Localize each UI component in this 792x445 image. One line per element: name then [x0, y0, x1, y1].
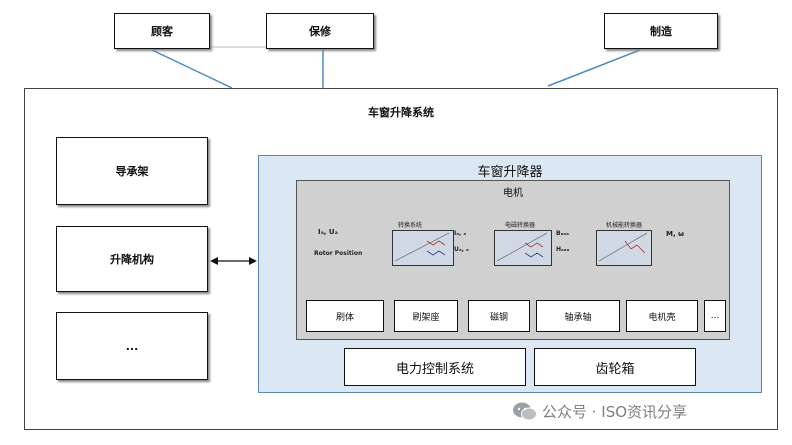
line-manufacturing [547, 49, 641, 87]
stage-block-conversion [392, 230, 454, 266]
stakeholder-customer: 顾客 [114, 13, 210, 49]
motor-title: 电机 [503, 188, 523, 199]
part-bearing-shaft: 轴承轴 [536, 300, 620, 332]
module-guide-rail: 导承架 [56, 137, 208, 205]
part-magnet-label: 磁钢 [489, 312, 508, 323]
signal-b-field: Bₐₐₐ [556, 230, 569, 237]
regulator-title: 车窗升降器 [477, 165, 543, 180]
arrow-right-head [249, 257, 257, 265]
system-title: 车窗升降系统 [368, 106, 434, 119]
line-customer [151, 49, 233, 89]
signal-i-alpha: Iₐ, ₐ [454, 230, 467, 237]
stakeholder-manufacturing-label: 制造 [650, 25, 672, 38]
watermark-text: 公众号 · ISO资讯分享 [542, 403, 688, 421]
part-brush-body: 刷体 [306, 300, 384, 332]
part-magnet: 磁钢 [468, 300, 530, 332]
signal-torque-speed: M, ω [666, 230, 685, 238]
stakeholder-manufacturing: 制造 [604, 13, 718, 49]
module-power-control-label: 电力控制系统 [395, 361, 474, 377]
stage-label-electromagnetic: 电磁转换器 [505, 222, 536, 229]
wechat-icon [512, 400, 538, 422]
stakeholder-warranty-label: 保修 [309, 25, 331, 38]
module-more: ... [56, 312, 208, 380]
part-motor-housing: 电机壳 [626, 300, 698, 332]
part-bearing-shaft-label: 轴承轴 [564, 312, 592, 323]
part-brush-holder-label: 刷架座 [412, 312, 440, 323]
arrow-left-head [210, 257, 218, 265]
part-more-label: ... [710, 311, 720, 321]
system-frame [24, 88, 778, 430]
conversion-waveform-icon [394, 232, 450, 262]
part-more: ... [704, 300, 726, 332]
motor-input-current: Iₐ, Uₐ [318, 228, 338, 236]
module-power-control: 电力控制系统 [344, 348, 526, 386]
module-gearbox-label: 齿轮箱 [595, 361, 635, 377]
part-brush-body-label: 刷体 [335, 312, 354, 323]
module-lift-mechanism: 升降机构 [56, 226, 208, 292]
stage-label-conversion: 转换系统 [398, 222, 423, 229]
module-guide-rail-label: 导承架 [115, 165, 149, 178]
electromagnetic-waveform-icon [496, 232, 548, 262]
part-brush-holder: 刷架座 [394, 300, 458, 332]
mechanical-waveform-icon [598, 232, 648, 262]
part-motor-housing-label: 电机壳 [648, 312, 676, 323]
module-more-label: ... [125, 339, 139, 353]
module-lift-mechanism-label: 升降机构 [110, 253, 154, 266]
stage-label-mechanical: 机械能转换器 [606, 222, 643, 229]
motor-input-rotor: Rotor Position [314, 250, 363, 257]
stakeholder-warranty: 保修 [266, 13, 374, 49]
signal-h-field: Hₐₐₐ [556, 246, 570, 253]
stakeholder-customer-label: 顾客 [151, 25, 173, 38]
signal-u-alpha: Uₐ, ₐ [454, 246, 469, 253]
module-gearbox: 齿轮箱 [534, 348, 696, 386]
stage-block-mechanical [596, 230, 652, 266]
stage-block-electromagnetic [494, 230, 552, 266]
